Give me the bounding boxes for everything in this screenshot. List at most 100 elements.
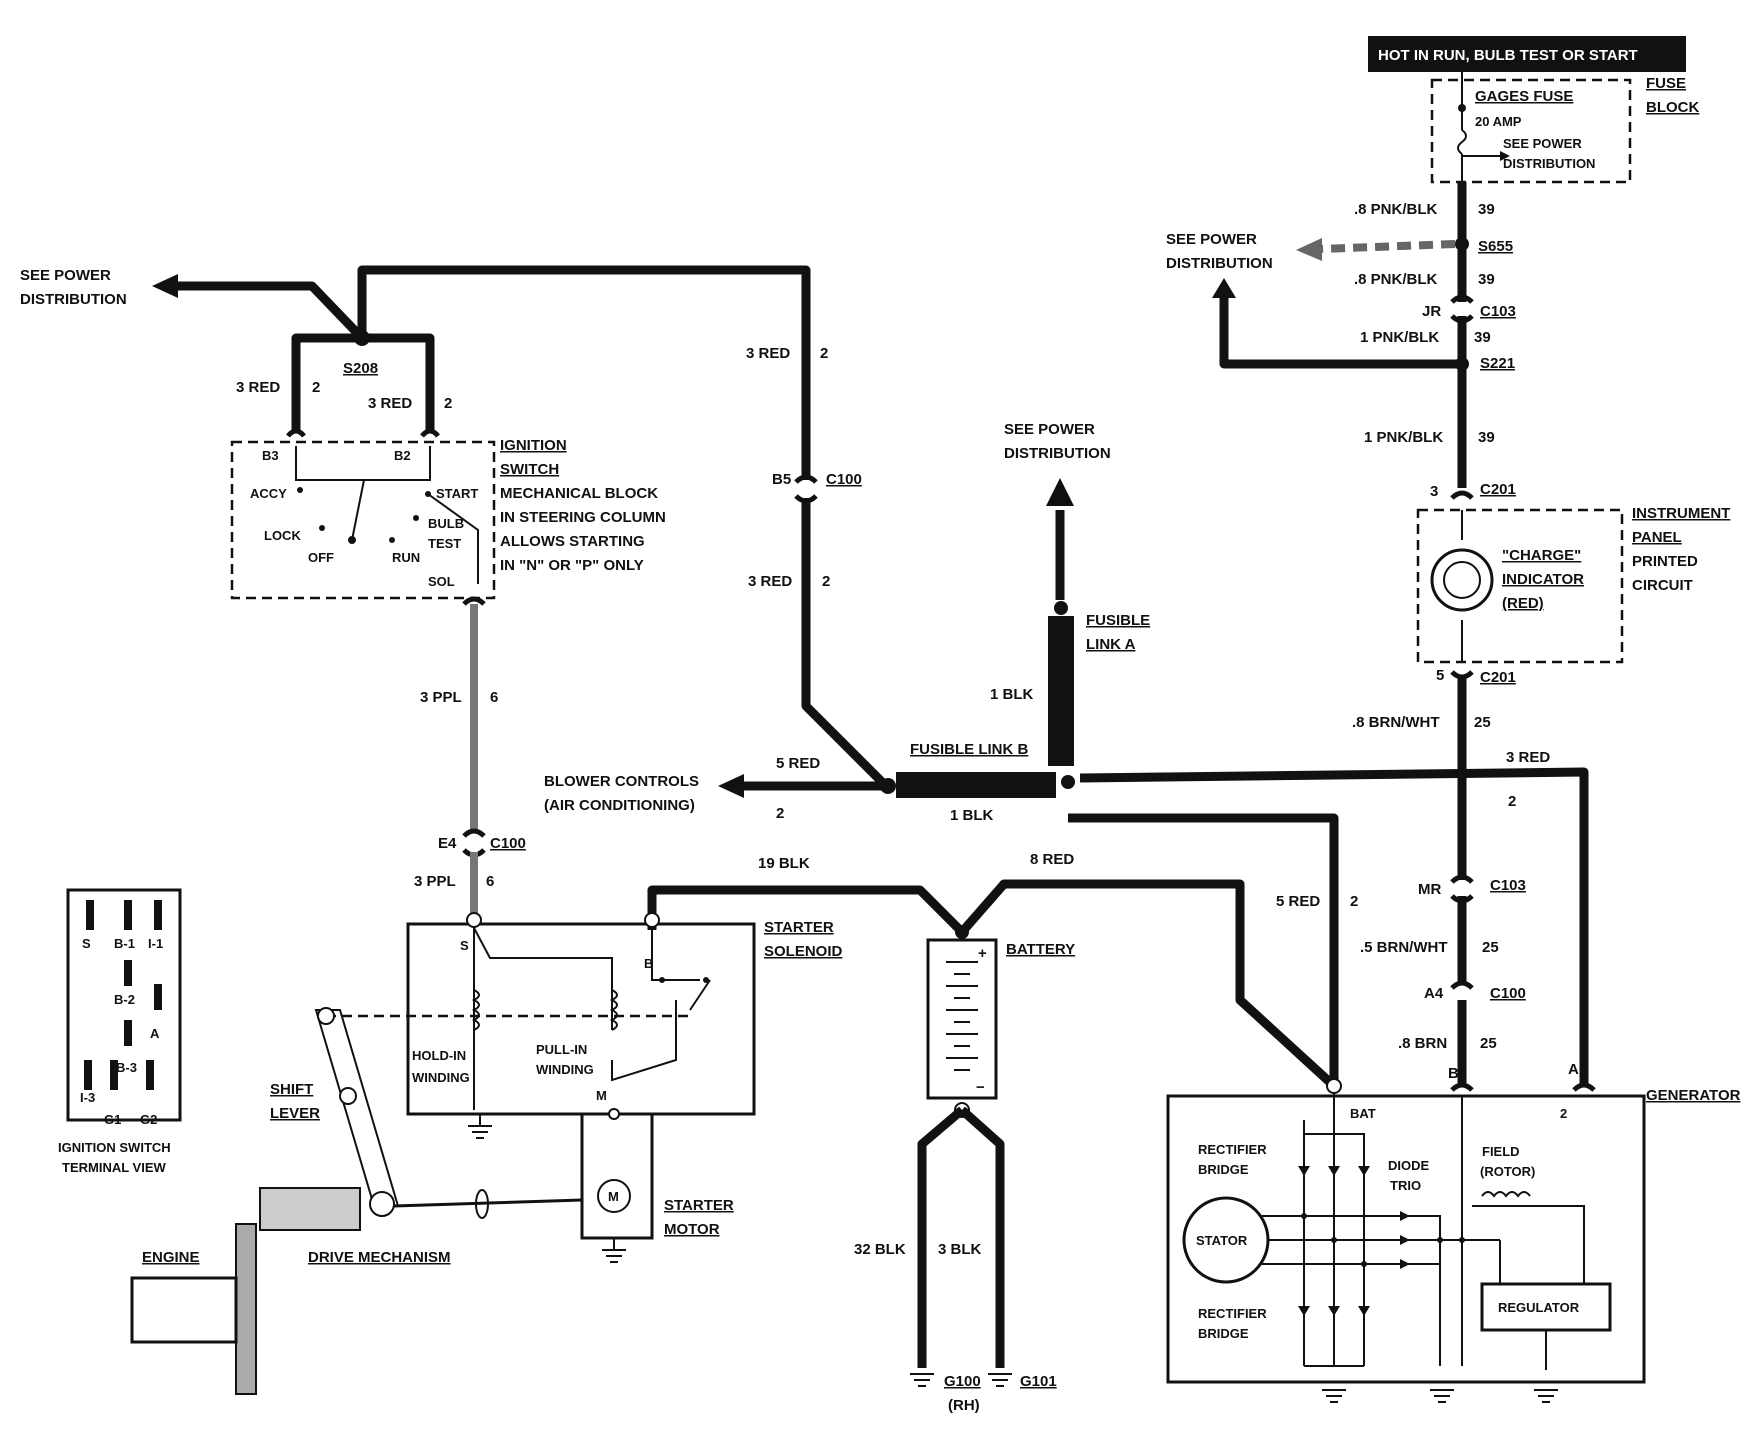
- s655-distribution-wire: [1319, 240, 1456, 253]
- solenoid-m-label: M: [596, 1088, 607, 1103]
- term-i3-label: I-3: [80, 1090, 95, 1105]
- c100-e4-label: C100: [490, 835, 526, 852]
- fuse-see-1: SEE POWER: [1503, 136, 1582, 151]
- contact-accy: [297, 487, 303, 493]
- shift-lever-label-1: SHIFT: [270, 1081, 313, 1098]
- term-a-label: A: [150, 1026, 160, 1041]
- terminal-view-caption-2: TERMINAL VIEW: [62, 1160, 166, 1175]
- drive-rotation-arrow: [475, 1189, 489, 1219]
- shift-lever-pivot-top: [317, 1007, 335, 1025]
- term-b1-label: B-1: [114, 936, 135, 951]
- wire-1-blk-label-lower: 1 BLK: [950, 807, 994, 824]
- blower-label-2: (AIR CONDITIONING): [544, 797, 695, 814]
- hold-in-label-2: WINDING: [412, 1070, 470, 1085]
- blower-arrowhead: [718, 774, 744, 798]
- hold-in-label-1: HOLD-IN: [412, 1048, 466, 1063]
- rectifier-2-label-1: RECTIFIER: [1198, 1306, 1267, 1321]
- fuse-amp-label: 20 AMP: [1475, 114, 1522, 129]
- indicator-label-2: INDICATOR: [1502, 571, 1584, 588]
- starter-motor-symbol: [597, 1179, 631, 1213]
- shift-lever-label-2: LEVER: [270, 1105, 320, 1122]
- instrument-panel-label-1: INSTRUMENT: [1632, 505, 1730, 522]
- wire-circuit-c3: 39: [1474, 329, 1491, 346]
- wire-32-blk: [917, 1106, 965, 1368]
- term-b1-blade: [124, 900, 132, 930]
- wire-label-w5: .8 BRN/WHT: [1352, 714, 1440, 731]
- splice-s655: [1455, 237, 1469, 251]
- generator-2-label: 2: [1560, 1106, 1567, 1121]
- wire-1-blk-label-upper: 1 BLK: [990, 686, 1034, 703]
- contact-bulb-test: [413, 515, 419, 521]
- accy-label: ACCY: [250, 486, 287, 501]
- wire-circuit-c7: 25: [1480, 1035, 1497, 1052]
- generator-label: GENERATOR: [1646, 1087, 1741, 1104]
- wire-red3-circuit: 2: [1508, 793, 1516, 810]
- starter-solenoid-label-2: SOLENOID: [764, 943, 843, 960]
- battery-box: [926, 938, 998, 1100]
- hold-in-coil: [471, 989, 480, 1031]
- pull-in-label-1: PULL-IN: [536, 1042, 587, 1057]
- bulb-label: BULB: [428, 516, 464, 531]
- wire-ppl2-circuit: 6: [486, 873, 494, 890]
- ignition-note-3: MECHANICAL BLOCK: [500, 485, 658, 502]
- engine-box: [130, 1276, 238, 1344]
- field-label-1: FIELD: [1482, 1144, 1520, 1159]
- rectifier-1-label-2: BRIDGE: [1198, 1162, 1249, 1177]
- wire-8-red-label: 8 RED: [1030, 851, 1074, 868]
- right-see-1: SEE POWER: [1166, 231, 1257, 248]
- ignition-note-2: SWITCH: [500, 461, 559, 478]
- drive-pinion: [259, 1187, 361, 1231]
- field-label-2: (ROTOR): [1480, 1164, 1535, 1179]
- splice-s221-label: S221: [1480, 355, 1515, 372]
- ignition-note-1: IGNITION: [500, 437, 567, 454]
- diode-trio-label-2: TRIO: [1390, 1178, 1421, 1193]
- e4-label: E4: [438, 835, 457, 852]
- term-g1-blade: [110, 1060, 118, 1090]
- solenoid-contact-1: [659, 977, 665, 983]
- wire-red-c-label: 3 RED: [746, 345, 790, 362]
- right-see-2: DISTRIBUTION: [1166, 255, 1273, 272]
- c103-jr-top: [1450, 294, 1474, 304]
- ignition-note-5: ALLOWS STARTING: [500, 533, 645, 550]
- c201-pin5: 5: [1436, 667, 1444, 684]
- solenoid-b-terminal: [644, 912, 660, 928]
- stator-label: STATOR: [1196, 1233, 1248, 1248]
- wire-19-blk: [647, 885, 966, 936]
- term-b2-label: B-2: [114, 992, 135, 1007]
- solenoid-b-label: B: [644, 956, 653, 971]
- b5-label: B5: [772, 471, 791, 488]
- wire-circuit-c2: 39: [1478, 271, 1495, 288]
- fuse-see-2: DISTRIBUTION: [1503, 156, 1595, 171]
- c201-pin3: 3: [1430, 483, 1438, 500]
- b3-label: B3: [262, 448, 279, 463]
- solenoid-contact-link: [611, 1000, 677, 1082]
- b2-label: B2: [394, 448, 411, 463]
- fusible-link-a-label-2: LINK A: [1086, 636, 1136, 653]
- indicator-label-3: (RED): [1502, 595, 1544, 612]
- wire-label-w3: 1 PNK/BLK: [1360, 329, 1439, 346]
- terminal-view-box: [66, 888, 182, 1122]
- generator-bat-label: BAT: [1350, 1106, 1376, 1121]
- left-see-2: DISTRIBUTION: [20, 291, 127, 308]
- test-label: TEST: [428, 536, 461, 551]
- c201-label-bottom: C201: [1480, 669, 1516, 686]
- battery-cells: [946, 961, 978, 1071]
- term-b3-label: B-3: [116, 1060, 137, 1075]
- rectifier-2-label-2: BRIDGE: [1198, 1326, 1249, 1341]
- sol-terminal-bottom: [462, 596, 486, 606]
- rectifier-bridge-wiring: [1262, 1094, 1585, 1370]
- b3-terminal: [286, 428, 306, 438]
- wire-red-a-label: 3 RED: [236, 379, 280, 396]
- wire-circuit-c1: 39: [1478, 201, 1495, 218]
- hot-label-box: [1368, 36, 1686, 72]
- fuse-dot: [1458, 104, 1466, 112]
- term-b2-blade: [124, 960, 132, 986]
- wire-red-d-label: 3 RED: [748, 573, 792, 590]
- instrument-panel-outline: [1416, 508, 1624, 664]
- wire-label-w6: .5 BRN/WHT: [1360, 939, 1448, 956]
- junction-right: [1061, 775, 1075, 789]
- terminal-view-caption-1: IGNITION SWITCH: [58, 1140, 171, 1155]
- wire-circuit-c4: 39: [1478, 429, 1495, 446]
- c100-a4-top: [1450, 980, 1474, 990]
